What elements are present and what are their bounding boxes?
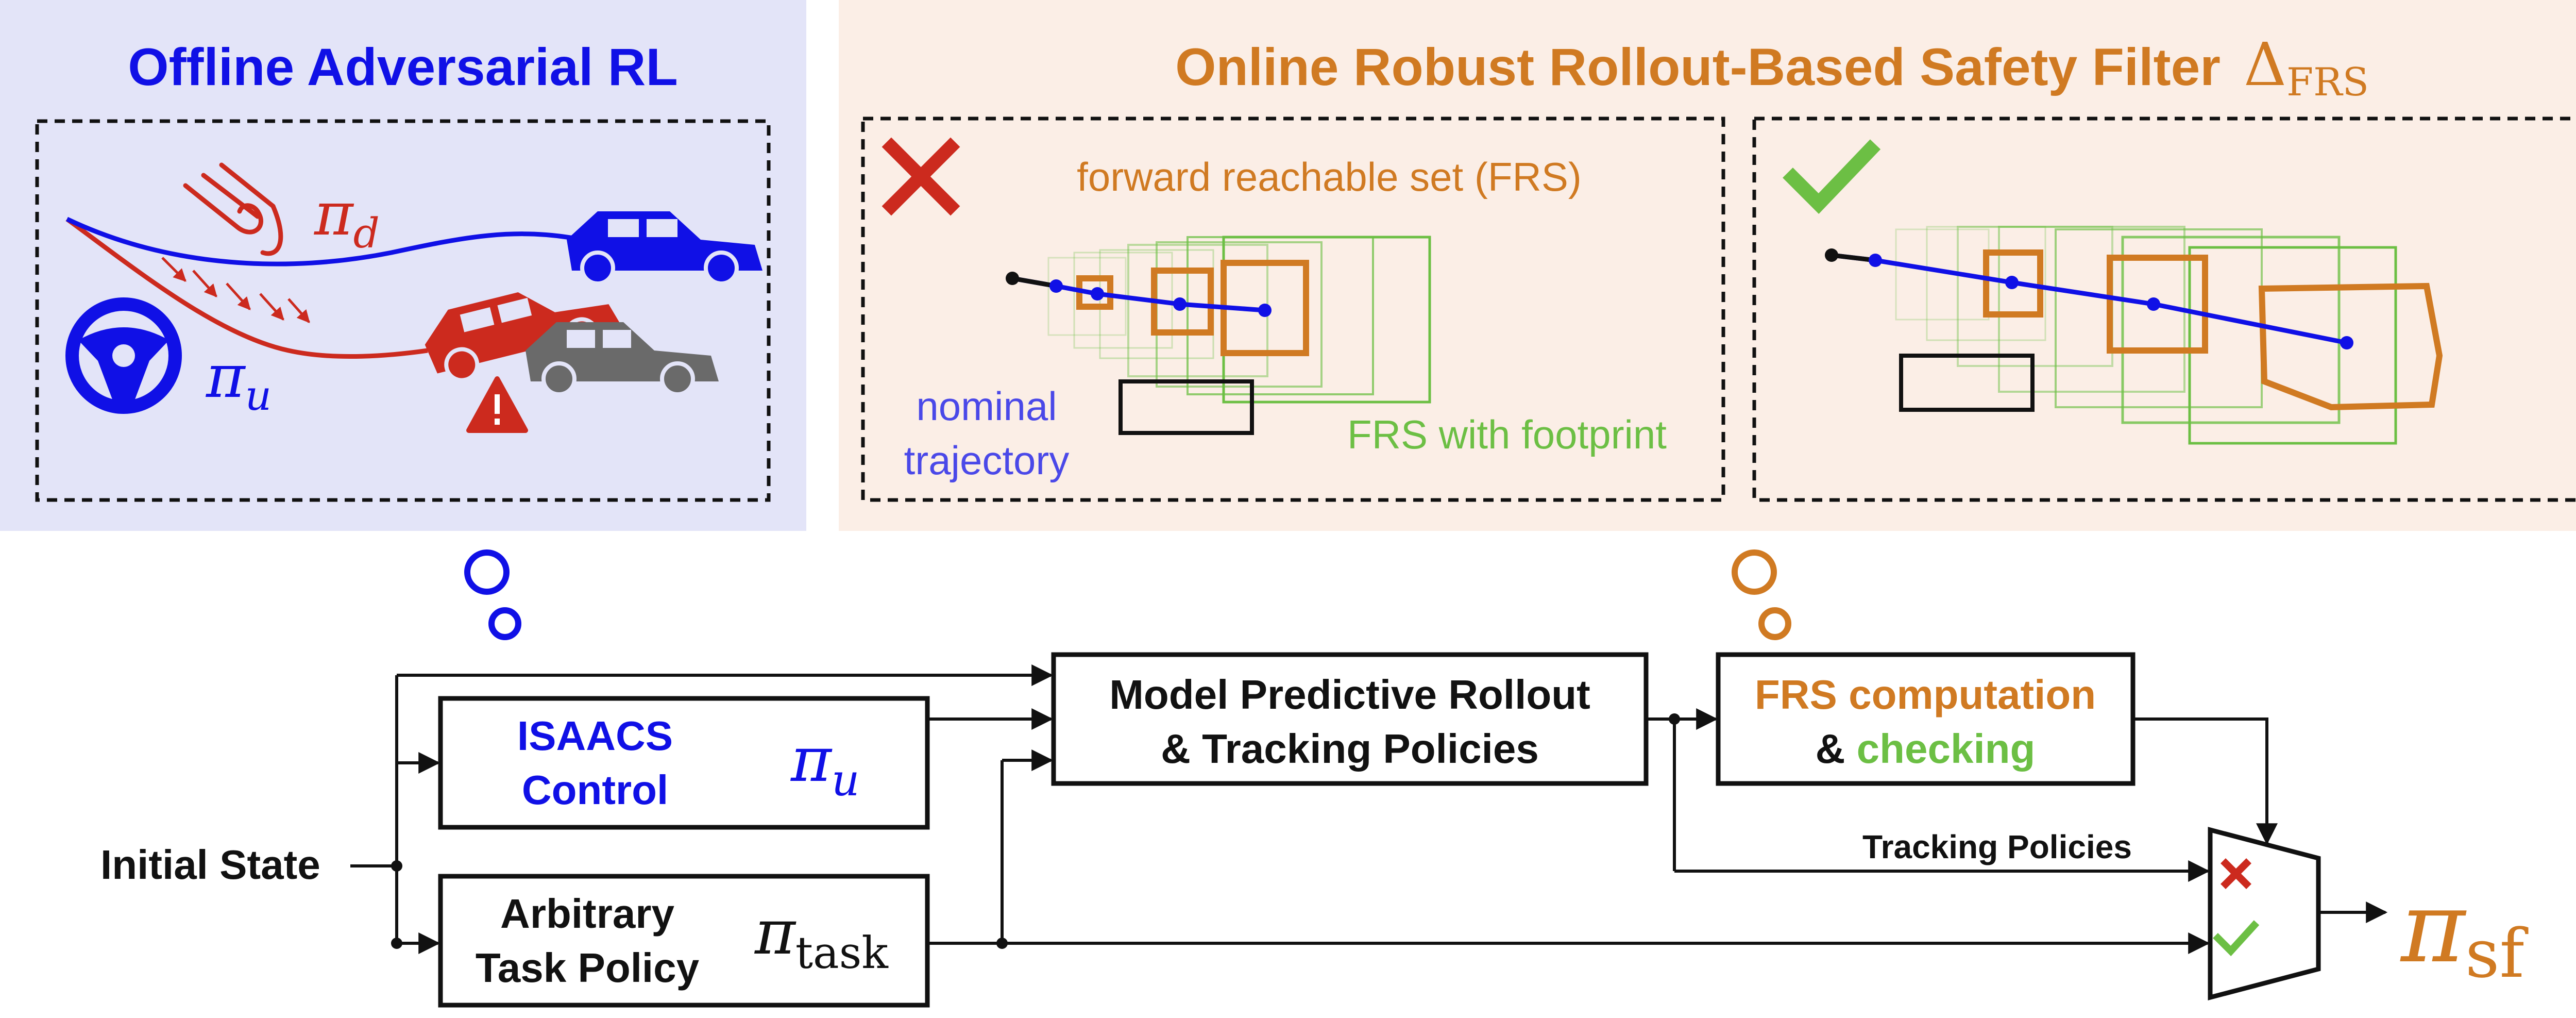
mpr-line2: & Tracking Policies <box>1161 726 1539 772</box>
safe-subpanel <box>1752 116 2576 502</box>
isaacs-control-block <box>438 696 930 830</box>
task-line2: Task Policy <box>476 945 700 991</box>
offline-panel: Offline Adversarial RL πd πu <box>0 0 806 531</box>
check-icon <box>2213 920 2260 957</box>
obstacle <box>1118 379 1254 435</box>
frs-footprint-boxes <box>1895 226 2397 445</box>
frs-computation-block <box>1716 652 2136 786</box>
car-icon <box>526 322 719 396</box>
obstacle <box>1899 354 2035 412</box>
car-icon <box>567 211 762 286</box>
safety-switch <box>2208 827 2321 1000</box>
cross-icon <box>2221 858 2251 889</box>
wind-icon <box>183 162 283 256</box>
thought-bubble-orange <box>1732 549 1791 640</box>
nominal-trajectory-offline <box>66 216 583 266</box>
cross-icon <box>882 137 960 216</box>
frs-line2-amp: & <box>1816 726 1845 772</box>
isaacs-symbol: πu <box>790 724 860 806</box>
mpr-line1: Model Predictive Rollout <box>1109 672 1590 717</box>
task-line1: Arbitrary <box>500 891 674 937</box>
connections <box>350 664 2388 954</box>
offline-title: Offline Adversarial RL <box>128 38 678 96</box>
check-icon <box>1783 139 1881 214</box>
frs-line1: FRS computation <box>1755 672 2096 717</box>
offline-inner-box <box>35 119 771 502</box>
disturbance-arrows <box>161 257 310 323</box>
frs-footprint-label: FRS with footprint <box>1347 412 1667 457</box>
frs-line2-check: checking <box>1857 726 2036 772</box>
junction-dots <box>391 713 1680 949</box>
tracking-policies-label: Tracking Policies <box>1862 828 2132 865</box>
output-symbol: πsf <box>2400 871 2529 993</box>
task-policy-block <box>438 874 930 1008</box>
isaacs-line1: ISAACS <box>517 713 673 759</box>
nominal-label-line2: trajectory <box>904 438 1070 483</box>
adversarial-trajectory <box>65 217 428 359</box>
trajectory-points <box>1006 272 1272 317</box>
steering-wheel-icon <box>65 297 182 414</box>
unsafe-subpanel <box>861 116 1725 502</box>
thought-bubble-blue <box>464 549 521 640</box>
nominal-label-line1: nominal <box>916 383 1057 429</box>
frs-label: forward reachable set (FRS) <box>1077 154 1582 199</box>
online-panel: Online Robust Rollout-Based Safety Filte… <box>839 0 2576 531</box>
warning-icon <box>466 376 528 433</box>
task-symbol: πtask <box>754 897 889 979</box>
frs-boxes <box>1983 249 2443 411</box>
isaacs-line2: Control <box>522 767 668 813</box>
online-title: Online Robust Rollout-Based Safety Filte… <box>1175 38 2221 96</box>
model-predictive-rollout-block <box>1051 652 1649 786</box>
frs-line2: & checking <box>1816 726 2036 772</box>
trajectory-points <box>1825 248 2353 349</box>
initial-state-label: Initial State <box>100 842 320 888</box>
